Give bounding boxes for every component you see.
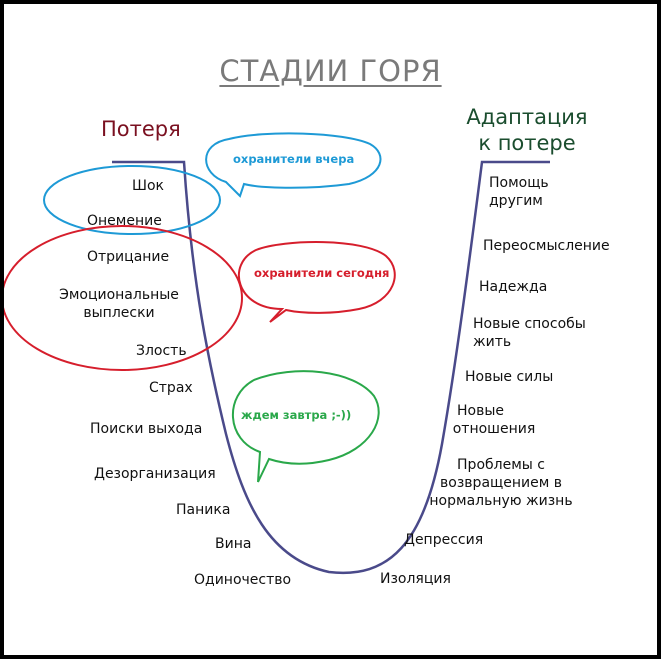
stage-problems-line-3: нормальную жизнь <box>429 493 573 509</box>
stage-return-problems: Проблемы с возвращением в нормальную жиз… <box>416 456 586 510</box>
stage-emotional-outbursts: Эмоциональные выплески <box>44 286 194 322</box>
stage-disorganization: Дезорганизация <box>94 466 216 482</box>
stage-emotional-line-2: выплески <box>83 305 155 321</box>
stage-new-strength: Новые силы <box>465 369 554 385</box>
stage-anger: Злость <box>136 343 187 359</box>
stage-panic: Паника <box>176 502 231 518</box>
stage-isolation: Изоляция <box>380 571 451 587</box>
bubble-yesterday-outline <box>205 132 382 198</box>
stage-new-ways-line-2: жить <box>473 334 512 350</box>
bubble-yesterday-text: охранители вчера <box>233 152 355 166</box>
stage-shock: Шок <box>132 178 164 194</box>
stage-guilt: Вина <box>215 536 252 552</box>
bubble-today-text: охранители сегодня <box>254 266 390 280</box>
stage-help-line-1: Помощь <box>489 175 549 191</box>
stage-fear: Страх <box>149 380 193 396</box>
stage-new-relations: Новые отношения <box>444 402 544 438</box>
stage-new-ways-line-1: Новые способы <box>473 316 586 332</box>
stage-new-rel-line-2: отношения <box>452 421 536 437</box>
stage-new-rel-line-1: Новые <box>457 403 505 419</box>
stage-help-line-2: другим <box>489 193 543 209</box>
stage-depression: Депрессия <box>404 532 484 548</box>
grief-curve <box>112 160 550 575</box>
stage-search: Поиски выхода <box>90 421 203 437</box>
stage-helping-others: Помощь другим <box>489 174 549 210</box>
adaptation-label-line-2: к потере <box>478 131 576 155</box>
stage-loneliness: Одиночество <box>194 572 292 588</box>
loss-label: Потеря <box>101 117 181 141</box>
adaptation-label-line-1: Адаптация <box>466 105 588 129</box>
stage-new-ways: Новые способы жить <box>473 315 586 351</box>
stage-problems-line-1: Проблемы с <box>457 457 545 473</box>
stage-emotional-line-1: Эмоциональные <box>59 287 179 303</box>
stage-denial: Отрицание <box>87 249 170 265</box>
stage-hope: Надежда <box>479 279 548 295</box>
stage-numbness: Онемение <box>87 213 162 229</box>
bubble-today-outline <box>238 241 396 323</box>
stage-problems-line-2: возвращением в <box>440 475 562 491</box>
diagram-title: СТАДИИ ГОРЯ <box>219 54 442 88</box>
stage-rethinking: Переосмысление <box>483 238 610 254</box>
grief-curve-diagram <box>4 132 550 575</box>
bubble-tomorrow-text: ждем завтра ;-)) <box>241 408 352 422</box>
adaptation-label: Адаптация к потере <box>452 104 602 156</box>
ellipse-today <box>4 225 243 371</box>
ellipse-yesterday <box>43 165 221 235</box>
bubble-tomorrow-outline <box>231 370 380 483</box>
